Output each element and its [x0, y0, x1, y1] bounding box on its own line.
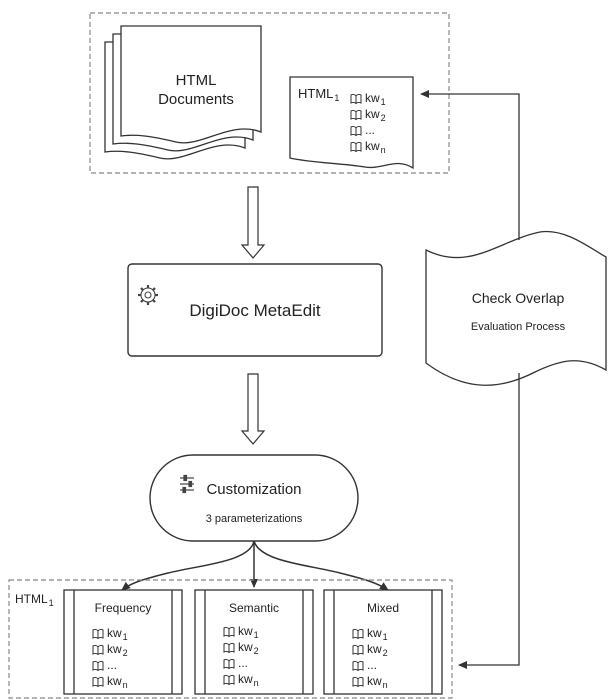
- sliders-icon: [180, 474, 194, 494]
- panel-frequency-frame: [63, 589, 183, 695]
- panel-keyword-item: ...: [352, 658, 377, 673]
- keyword-text: kw: [107, 674, 122, 688]
- book-icon: [223, 642, 235, 654]
- book-icon: [223, 626, 235, 638]
- keyword-text: kw: [107, 626, 122, 640]
- feedback-line-up: [420, 90, 520, 240]
- html-documents-stack: [104, 25, 262, 160]
- panel-keyword-item: kw1: [352, 626, 388, 642]
- arrow-metaedit-to-customization: [240, 373, 266, 445]
- keyword-subscript: n: [382, 680, 388, 690]
- html1-bottom-sub: 1: [48, 598, 54, 608]
- book-icon: [352, 676, 364, 688]
- panel-keyword-item: kwn: [352, 674, 388, 690]
- metaedit-box: [127, 263, 383, 357]
- html-documents-line1: HTML: [175, 72, 217, 89]
- book-icon: [350, 141, 362, 153]
- book-icon: [223, 658, 235, 670]
- arrow-docs-to-metaedit: [240, 186, 266, 259]
- customization-title: Customization: [206, 481, 302, 498]
- evaluation-title: Check Overlap: [471, 290, 565, 306]
- evaluation-banner: [425, 230, 607, 386]
- branch-arrow-frequency: [121, 540, 255, 591]
- customization-subtitle: 3 parameterizations: [205, 513, 303, 525]
- book-icon: [352, 628, 364, 640]
- gear-icon: [138, 285, 158, 305]
- panel-keyword-item: kw2: [92, 642, 128, 658]
- keyword-text: kw: [367, 642, 382, 656]
- panel-keyword-item: kw2: [352, 642, 388, 658]
- book-icon: [92, 660, 104, 672]
- keyword-text: ...: [238, 656, 249, 670]
- panel-keyword-item: ...: [92, 658, 117, 673]
- panel-keyword-item: kwn: [223, 672, 259, 688]
- keyword-subscript: n: [253, 678, 259, 688]
- book-icon: [92, 628, 104, 640]
- keyword-text: ...: [365, 123, 376, 137]
- panel-mixed-frame: [323, 589, 443, 695]
- keyword-subscript: 2: [253, 646, 259, 656]
- html1-top-text: HTML: [298, 86, 334, 101]
- panel-mixed-title: Mixed: [366, 601, 399, 615]
- keyword-subscript: 2: [122, 648, 128, 658]
- keyword-subscript: 2: [382, 648, 388, 658]
- panel-frequency-title: Frequency: [94, 601, 152, 615]
- html-documents-line2: Documents: [158, 91, 234, 108]
- html1-top-label: HTML1: [298, 86, 340, 103]
- keyword-text: kw: [238, 672, 253, 686]
- panel-semantic-title: Semantic: [228, 601, 280, 615]
- keyword-text: kw: [365, 107, 380, 121]
- panel-keyword-item: kwn: [92, 674, 128, 690]
- book-icon: [223, 674, 235, 686]
- html1-bottom-label: HTML1: [15, 592, 54, 608]
- metaedit-label: DigiDoc MetaEdit: [189, 301, 321, 320]
- keyword-subscript: 1: [122, 632, 128, 642]
- top-keyword-item: ...: [350, 123, 375, 138]
- keyword-text: kw: [238, 624, 253, 638]
- panel-keyword-item: ...: [223, 656, 248, 671]
- book-icon: [92, 676, 104, 688]
- keyword-text: kw: [367, 674, 382, 688]
- keyword-subscript: 1: [380, 97, 386, 107]
- keyword-subscript: 2: [380, 113, 386, 123]
- keyword-text: ...: [107, 658, 118, 672]
- evaluation-subtitle: Evaluation Process: [470, 321, 566, 333]
- top-group-frame: [89, 12, 450, 174]
- panel-semantic-frame: [194, 589, 314, 695]
- book-icon: [350, 93, 362, 105]
- book-icon: [350, 125, 362, 137]
- book-icon: [92, 644, 104, 656]
- top-keyword-item: kw1: [350, 91, 386, 107]
- book-icon: [352, 644, 364, 656]
- html1-bottom-text: HTML: [15, 592, 48, 606]
- panel-keyword-item: kw1: [92, 626, 128, 642]
- html1-document: [289, 76, 414, 170]
- feedback-line-down: [458, 373, 520, 669]
- book-icon: [350, 109, 362, 121]
- keyword-text: kw: [365, 139, 380, 153]
- panel-keyword-item: kw1: [223, 624, 259, 640]
- top-keyword-item: kw2: [350, 107, 386, 123]
- branch-arrow-mixed: [253, 540, 389, 591]
- keyword-text: kw: [238, 640, 253, 654]
- keyword-text: kw: [107, 642, 122, 656]
- keyword-subscript: 1: [382, 632, 388, 642]
- top-keyword-item: kwn: [350, 139, 386, 155]
- keyword-text: kw: [365, 91, 380, 105]
- book-icon: [352, 660, 364, 672]
- keyword-text: kw: [367, 626, 382, 640]
- keyword-text: ...: [367, 658, 378, 672]
- keyword-subscript: n: [380, 145, 386, 155]
- keyword-subscript: 1: [253, 630, 259, 640]
- html-documents-label: HTML Documents: [146, 71, 246, 109]
- panel-keyword-item: kw2: [223, 640, 259, 656]
- html1-top-sub: 1: [334, 93, 340, 103]
- keyword-subscript: n: [122, 680, 128, 690]
- customization-pill: [149, 454, 359, 542]
